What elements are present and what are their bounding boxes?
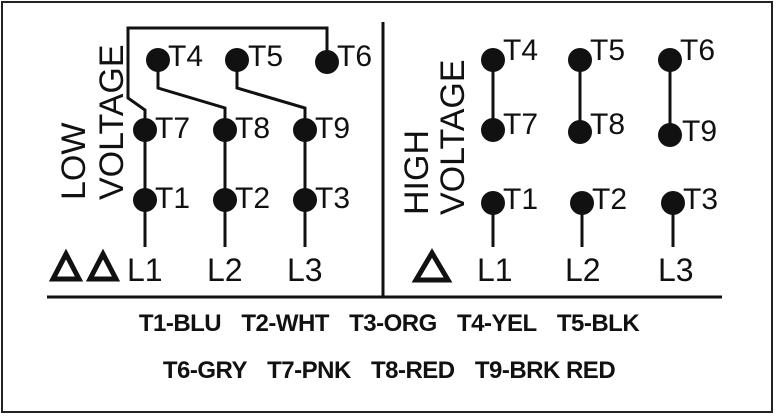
high-voltage-wires — [491, 60, 675, 247]
high-voltage-label-line2: VOLTAGE — [434, 59, 472, 215]
legend-item: T4-YEL — [456, 310, 537, 337]
terminal-label-t1: T1 — [503, 183, 538, 216]
terminal-label-t6: T6 — [337, 40, 372, 73]
color-legend-row-2: T6-GRY T7-PNK T8-RED T9-BRK RED — [0, 357, 778, 385]
low-voltage-line-labels: L1 L2 L3 — [127, 252, 323, 288]
terminal-label-t5: T5 — [248, 40, 283, 73]
terminal-dot-t1 — [481, 191, 505, 215]
legend-item: T9-BRK RED — [474, 357, 616, 384]
legend-item: T1-BLU — [138, 310, 222, 337]
legend-item: T6-GRY — [162, 357, 248, 384]
line-label-l3: L3 — [658, 252, 694, 288]
high-voltage-terminal-labels: T4 T5 T6 T7 T8 T9 T1 T2 T3 — [503, 34, 718, 216]
low-voltage-terminal-labels: T4 T5 T6 T7 T8 T9 T1 T2 T3 — [155, 40, 372, 215]
line-label-l1: L1 — [477, 252, 513, 288]
terminal-label-t4: T4 — [168, 40, 203, 73]
terminal-label-t5: T5 — [590, 34, 625, 67]
diagram-frame — [1, 1, 773, 413]
legend-item: T7-PNK — [267, 357, 351, 384]
high-voltage-label-line1: HIGH — [398, 130, 436, 215]
line-label-l2: L2 — [565, 252, 601, 288]
double-delta-icon — [48, 248, 121, 282]
terminal-label-t1: T1 — [155, 182, 190, 215]
terminal-dot-t2 — [213, 188, 237, 212]
terminal-dot-t9 — [658, 123, 682, 147]
terminal-label-t8: T8 — [590, 108, 625, 141]
terminal-dot-t7 — [133, 118, 157, 142]
high-voltage-terminals — [481, 48, 685, 215]
high-voltage-line-labels: L1 L2 L3 — [477, 252, 694, 288]
terminal-dot-t4 — [146, 48, 170, 72]
terminal-dot-t2 — [570, 191, 594, 215]
terminal-label-t9: T9 — [682, 115, 717, 148]
terminal-dot-t5 — [225, 48, 249, 72]
terminal-label-t4: T4 — [503, 34, 538, 67]
low-voltage-panel: LOW VOLTAGE — [48, 26, 372, 288]
terminal-dot-t6 — [315, 50, 339, 74]
line-label-l1: L1 — [127, 252, 163, 288]
low-voltage-label-line1: LOW — [55, 123, 93, 200]
terminal-dot-t7 — [481, 118, 505, 142]
terminal-label-t3: T3 — [315, 182, 350, 215]
line-label-l2: L2 — [207, 252, 243, 288]
legend-item: T8-RED — [370, 357, 455, 384]
delta-icon — [411, 248, 453, 283]
terminal-dot-t8 — [213, 118, 237, 142]
low-voltage-terminals — [133, 48, 339, 212]
terminal-dot-t1 — [133, 188, 157, 212]
terminal-label-t7: T7 — [503, 108, 538, 141]
low-voltage-label-line2: VOLTAGE — [93, 44, 131, 200]
high-voltage-panel: HIGH VOLTAGE T4 T5 T6 T7 T — [398, 34, 718, 288]
terminal-label-t6: T6 — [680, 34, 715, 67]
legend-item: T2-WHT — [241, 310, 329, 337]
terminal-label-t3: T3 — [683, 183, 718, 216]
terminal-dot-t3 — [661, 191, 685, 215]
terminal-label-t2: T2 — [592, 183, 627, 216]
terminal-dot-t4 — [481, 48, 505, 72]
terminal-dot-t5 — [568, 48, 592, 72]
terminal-dot-t8 — [568, 120, 592, 144]
terminal-label-t8: T8 — [235, 112, 270, 145]
terminal-label-t9: T9 — [315, 112, 350, 145]
color-legend-row-1: T1-BLU T2-WHT T3-ORG T4-YEL T5-BLK — [0, 310, 778, 338]
terminal-label-t7: T7 — [155, 112, 190, 145]
line-label-l3: L3 — [287, 252, 323, 288]
legend-item: T3-ORG — [349, 310, 437, 337]
terminal-dot-t6 — [658, 48, 682, 72]
terminal-label-t2: T2 — [235, 182, 270, 215]
terminal-dot-t9 — [293, 118, 317, 142]
legend-item: T5-BLK — [556, 310, 640, 337]
terminal-dot-t3 — [293, 188, 317, 212]
